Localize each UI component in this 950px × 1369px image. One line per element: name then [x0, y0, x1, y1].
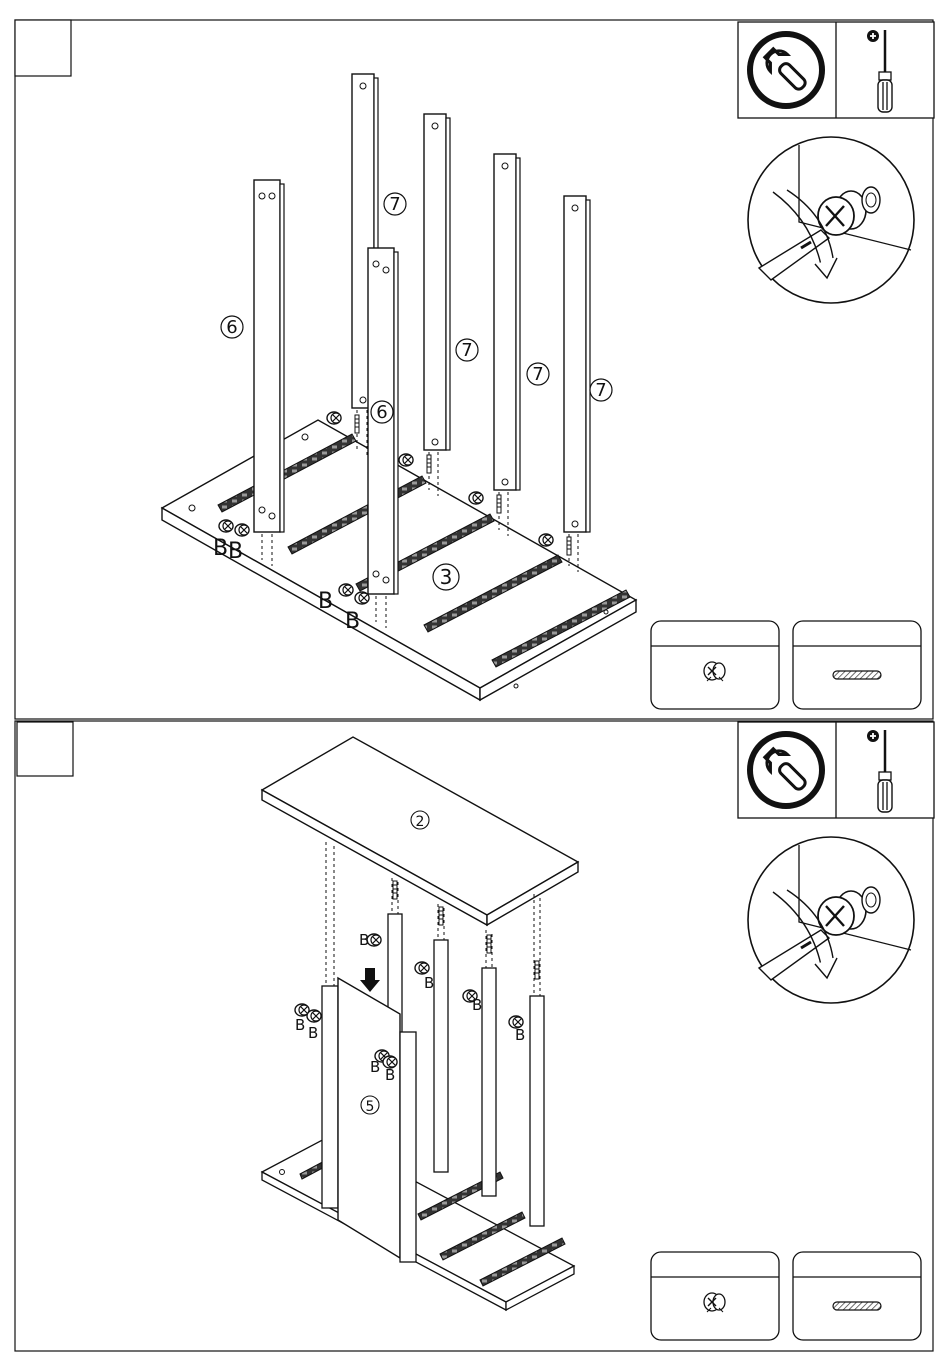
fitting-label-s2-7: B — [370, 1058, 380, 1076]
fitting-label-s2-4: B — [515, 1026, 525, 1044]
fitting-label-s2-3: B — [472, 996, 482, 1014]
step-1-number-box — [15, 20, 71, 76]
base-panel-step-2 — [262, 1136, 574, 1310]
label-panel-2: 2 — [416, 814, 425, 830]
top-panel-2 — [262, 737, 578, 925]
label-panel-6-front: 6 — [376, 402, 387, 423]
label-panel-5: 5 — [366, 1099, 375, 1115]
step-1-tool-header — [738, 22, 934, 118]
label-panel-7-a: 7 — [389, 194, 400, 215]
step-2-hardware-boxes — [651, 1252, 921, 1340]
step-2-turn-detail — [748, 837, 914, 1003]
label-panel-3: 3 — [440, 565, 453, 589]
label-panel-7-d: 7 — [595, 380, 606, 401]
fitting-label-s2-6: B — [308, 1024, 318, 1042]
fitting-label-2: B — [228, 539, 243, 564]
step-1-panel: 7 6 7 7 7 6 3 B B B B — [15, 20, 934, 719]
fitting-label-s2-5: B — [295, 1016, 305, 1034]
fitting-label-s2-1: B — [359, 931, 369, 949]
step-2-tool-header — [738, 722, 934, 818]
label-panel-7-b: 7 — [461, 340, 472, 361]
label-panel-7-c: 7 — [532, 364, 543, 385]
fitting-label-s2-8: B — [385, 1066, 395, 1084]
label-panel-6-left: 6 — [226, 317, 237, 338]
step-1-turn-detail — [748, 137, 914, 303]
fitting-label-3: B — [318, 589, 333, 614]
step-1-hardware-boxes — [651, 621, 921, 709]
fitting-label-4: B — [345, 609, 360, 634]
step-2-number-box — [17, 722, 73, 776]
step-2-panel: 2 5 B B B B B B B B — [15, 721, 934, 1351]
fitting-label-1: B — [213, 536, 228, 561]
fitting-label-s2-2: B — [424, 974, 434, 992]
